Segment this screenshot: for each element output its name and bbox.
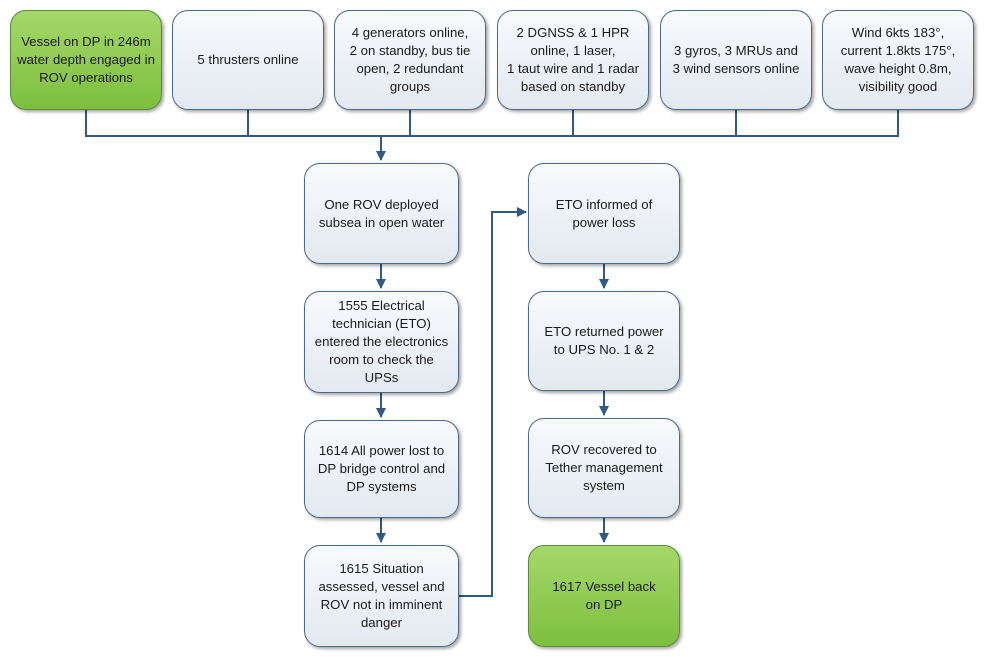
- node-weather: Wind 6kts 183°, current 1.8kts 175°, wav…: [822, 10, 974, 110]
- node-eto-informed: ETO informed of power loss: [528, 163, 680, 264]
- node-power-lost: 1614 All power lost to DP bridge control…: [304, 420, 459, 518]
- node-rov-recovered: ROV recovered to Tether management syste…: [528, 418, 680, 518]
- node-generators: 4 generators online, 2 on standby, bus t…: [334, 10, 486, 110]
- node-sensors: 3 gyros, 3 MRUs and 3 wind sensors onlin…: [660, 10, 812, 110]
- node-eto-entered: 1555 Electrical technician (ETO) entered…: [304, 291, 459, 393]
- node-vessel-on-dp: Vessel on DP in 246m water depth engaged…: [10, 10, 162, 110]
- node-position-references: 2 DGNSS & 1 HPR online, 1 laser, 1 taut …: [497, 10, 649, 110]
- node-rov-deployed: One ROV deployed subsea in open water: [304, 163, 459, 264]
- node-thrusters: 5 thrusters online: [172, 10, 324, 110]
- node-eto-returned-power: ETO returned power to UPS No. 1 & 2: [528, 291, 680, 391]
- node-situation-assessed: 1615 Situation assessed, vessel and ROV …: [304, 545, 459, 647]
- node-vessel-back-on-dp: 1617 Vessel back on DP: [528, 545, 680, 647]
